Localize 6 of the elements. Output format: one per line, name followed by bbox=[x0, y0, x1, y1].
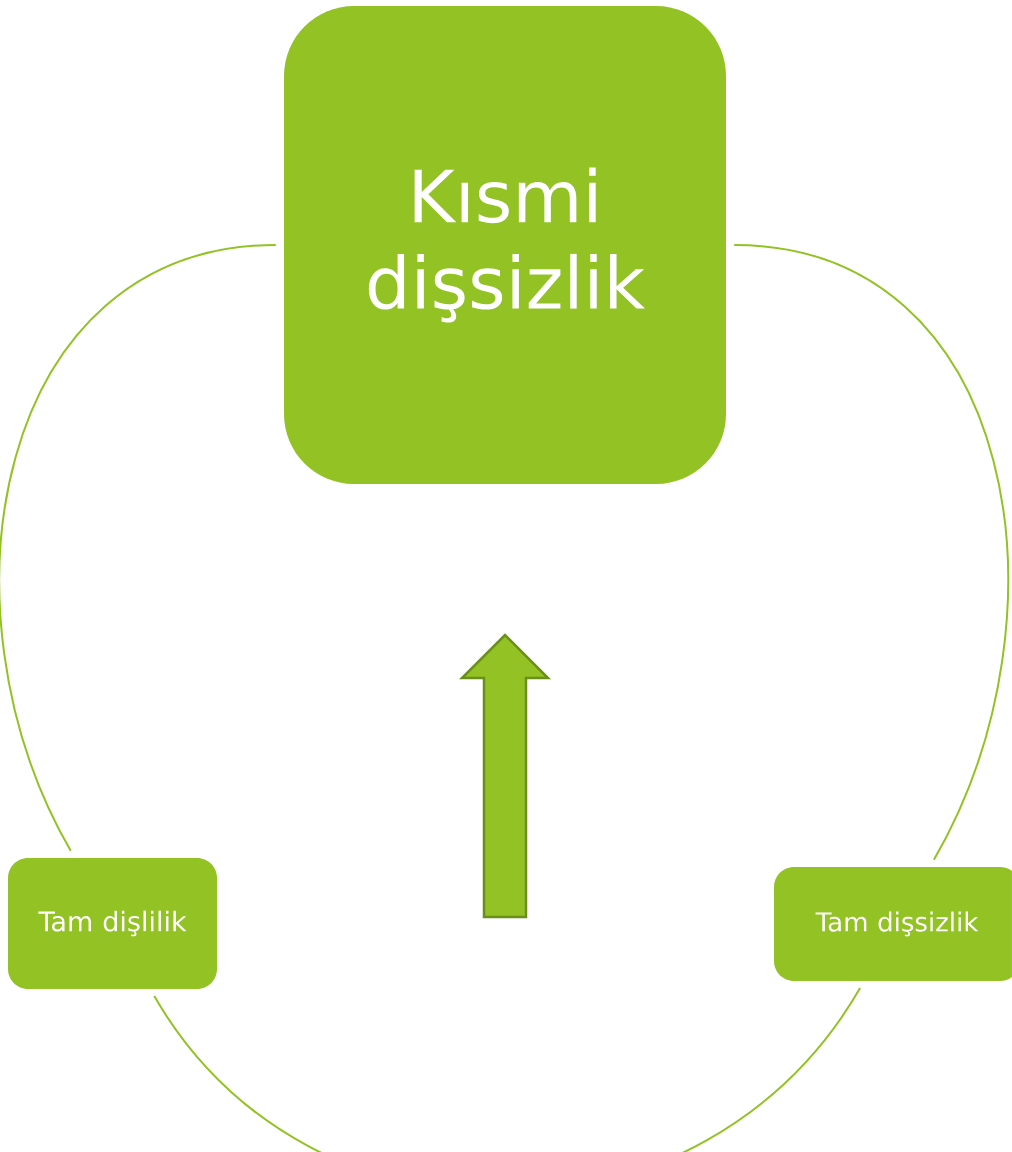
connector-arc bbox=[153, 987, 862, 1152]
connector-arc bbox=[0, 244, 277, 852]
connector-arc bbox=[733, 244, 1010, 861]
rounded-box: Kısmi dişsizlik bbox=[284, 6, 726, 484]
rounded-box: Tam dişsizlik bbox=[774, 867, 1012, 981]
rounded-box: Tam dişlilik bbox=[8, 858, 217, 989]
